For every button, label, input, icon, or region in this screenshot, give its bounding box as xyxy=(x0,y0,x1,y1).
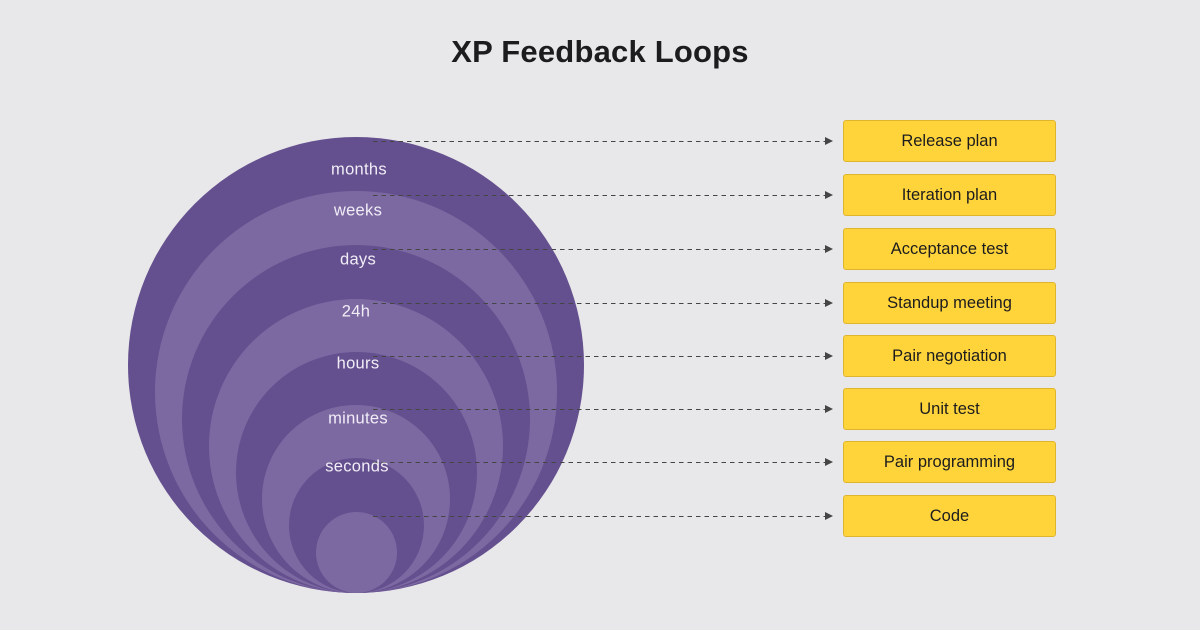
connector-code xyxy=(373,512,833,521)
dashed-line xyxy=(373,461,826,464)
circle-label-minutes: minutes xyxy=(328,409,388,428)
connector-days xyxy=(373,245,833,254)
circle-label-24h: 24h xyxy=(341,302,371,321)
circle-label-seconds: seconds xyxy=(325,457,389,476)
circle-label-hours: hours xyxy=(336,354,380,373)
arrowhead-icon xyxy=(825,512,833,520)
box-acceptance-test: Acceptance test xyxy=(843,228,1056,270)
connector-minutes xyxy=(373,405,833,414)
page-title: XP Feedback Loops xyxy=(451,34,749,69)
box-pair-programming: Pair programming xyxy=(843,441,1056,483)
circle-label-months: months xyxy=(331,160,387,179)
arrowhead-icon xyxy=(825,137,833,145)
arrowhead-icon xyxy=(825,405,833,413)
connector-24h xyxy=(373,299,833,308)
dashed-line xyxy=(373,515,826,518)
connector-weeks xyxy=(373,191,833,200)
arrowhead-icon xyxy=(825,191,833,199)
circle-code xyxy=(316,512,397,593)
box-standup-meeting: Standup meeting xyxy=(843,282,1056,324)
dashed-line xyxy=(373,194,826,197)
connector-hours xyxy=(373,352,833,361)
arrowhead-icon xyxy=(825,352,833,360)
circle-label-days: days xyxy=(339,250,377,269)
dashed-line xyxy=(373,355,826,358)
dashed-line xyxy=(373,248,826,251)
circle-label-weeks: weeks xyxy=(333,201,383,220)
box-code: Code xyxy=(843,495,1056,537)
connector-months xyxy=(373,137,833,146)
dashed-line xyxy=(373,302,826,305)
connector-seconds xyxy=(373,458,833,467)
arrowhead-icon xyxy=(825,245,833,253)
box-release-plan: Release plan xyxy=(843,120,1056,162)
box-iteration-plan: Iteration plan xyxy=(843,174,1056,216)
dashed-line xyxy=(373,140,826,143)
dashed-line xyxy=(373,408,826,411)
arrowhead-icon xyxy=(825,299,833,307)
box-pair-negotiation: Pair negotiation xyxy=(843,335,1056,377)
arrowhead-icon xyxy=(825,458,833,466)
box-unit-test: Unit test xyxy=(843,388,1056,430)
